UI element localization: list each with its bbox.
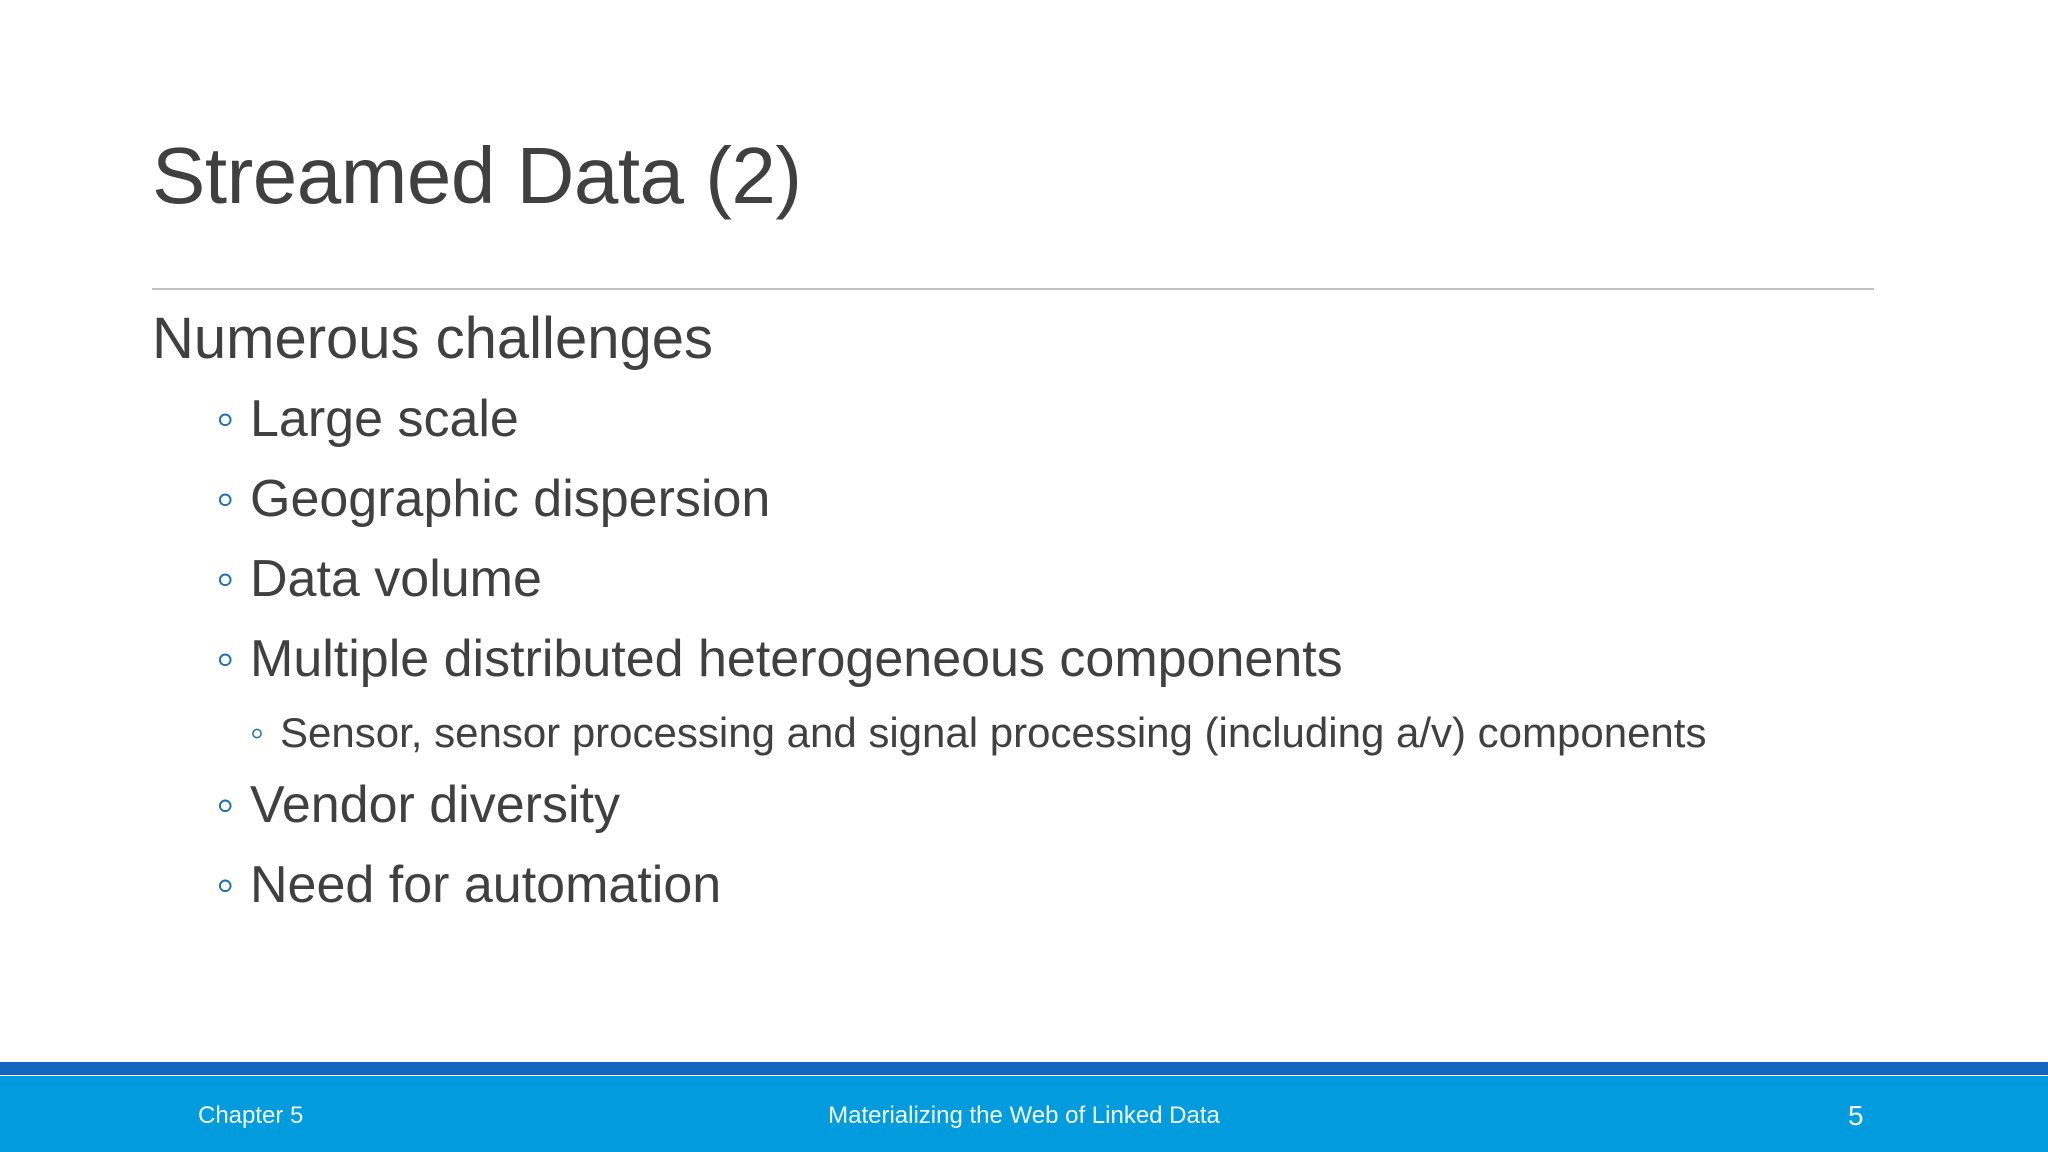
list-item: ◦ Multiple distributed heterogeneous com…: [152, 624, 1912, 694]
list-item-label: Data volume: [250, 550, 542, 608]
list-item-label: Geographic dispersion: [250, 470, 771, 528]
slide-footer: Chapter 5 Materializing the Web of Linke…: [0, 1062, 2048, 1152]
title-block: Streamed Data (2): [152, 128, 1874, 224]
hollow-circle-bullet-icon: ◦: [216, 390, 235, 448]
list-item-label: Need for automation: [250, 856, 722, 914]
hollow-circle-bullet-icon: ◦: [216, 776, 235, 834]
list-item-label: Multiple distributed heterogeneous compo…: [250, 630, 1343, 688]
list-item: ◦ Need for automation: [152, 850, 1912, 920]
hollow-circle-bullet-icon: ◦: [216, 470, 235, 528]
hollow-circle-bullet-icon: ◦: [216, 550, 235, 608]
list-item-label: Vendor diversity: [250, 776, 620, 834]
list-item: ◦ Geographic dispersion: [152, 464, 1912, 534]
title-divider: [152, 288, 1874, 290]
footer-page-number: 5: [1848, 1100, 1864, 1131]
footer-chapter-label: Chapter 5: [198, 1102, 304, 1129]
hollow-circle-bullet-icon: ◦: [216, 630, 235, 688]
footer-deck-title: Materializing the Web of Linked Data: [828, 1102, 1220, 1129]
bullet-level1-heading: Numerous challenges: [152, 306, 713, 371]
footer-accent-stripe: [0, 1062, 2048, 1075]
page-title: Streamed Data (2): [152, 131, 802, 220]
sub-list-item-label: Sensor, sensor processing and signal pro…: [280, 709, 1707, 756]
list-item-label: Large scale: [250, 390, 519, 448]
footer-band: [0, 1076, 2048, 1152]
hollow-circle-bullet-icon: ◦: [250, 711, 265, 755]
sub-list-item: ◦ Sensor, sensor processing and signal p…: [152, 704, 1912, 762]
list-item: ◦ Large scale: [152, 384, 1912, 454]
list-item: ◦ Data volume: [152, 544, 1912, 614]
body-content: Numerous challenges ◦ Large scale ◦ Geog…: [152, 304, 1912, 930]
list-item: ◦ Vendor diversity: [152, 770, 1912, 840]
hollow-circle-bullet-icon: ◦: [216, 856, 235, 914]
